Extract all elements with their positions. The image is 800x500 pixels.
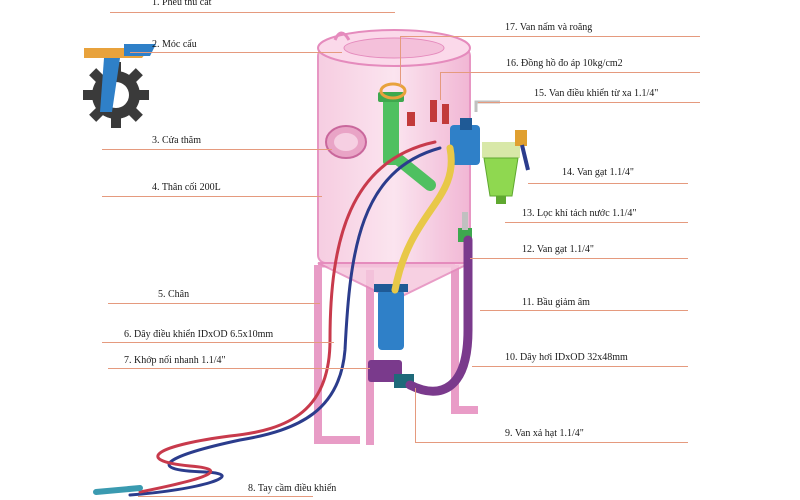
leader-1 [110, 12, 395, 13]
silencer [374, 284, 408, 350]
leader-10 [472, 366, 688, 367]
leader-15 [478, 102, 700, 103]
label-6: 6. Dây điều khiển IDxOD 6.5x10mm [124, 329, 274, 340]
leader-14 [528, 183, 688, 184]
control-line-blue [128, 146, 442, 497]
leader-12 [470, 258, 688, 259]
leader-17-drop [400, 36, 401, 86]
label-8: 8. Tay cầm điều khiển [248, 483, 337, 494]
label-9: 9. Van xả hạt 1.1/4" [505, 428, 584, 439]
leader-11 [480, 310, 688, 311]
leader-16-drop [440, 72, 441, 100]
label-4: 4. Thân cối 200L [152, 182, 221, 193]
leader-9 [415, 442, 688, 443]
label-13: 13. Lọc khí tách nước 1.1/4" [522, 208, 637, 219]
label-17: 17. Van nấm và roăng [505, 22, 593, 33]
leader-17 [400, 36, 700, 37]
leader-9-drop [415, 388, 416, 442]
label-7: 7. Khớp nối nhanh 1.1/4" [124, 355, 226, 366]
ball-valve-14 [515, 130, 530, 171]
leader-13 [505, 222, 688, 223]
label-2: 2. Móc cẩu [152, 39, 197, 50]
label-15: 15. Van điều khiển từ xa 1.1/4" [534, 88, 659, 99]
label-12: 12. Van gạt 1.1/4" [522, 244, 594, 255]
yellow-hose [391, 144, 455, 294]
label-14: 14. Van gạt 1.1/4" [562, 167, 634, 178]
hoses [128, 140, 473, 497]
leader-16 [440, 72, 700, 73]
leader-4 [102, 196, 322, 197]
remote-control-valve [450, 100, 500, 165]
leader-2 [130, 52, 342, 53]
label-1: 1. Phễu thu cát [152, 0, 212, 8]
label-16: 16. Đồng hồ đo áp 10kg/cm2 [506, 58, 623, 69]
air-hose [405, 235, 473, 396]
label-11: 11. Bầu giảm âm [522, 297, 590, 308]
leader-5 [108, 303, 320, 304]
leader-3 [102, 149, 332, 150]
pressure-gauge [430, 100, 449, 124]
water-separator [482, 142, 520, 204]
leader-6 [102, 342, 334, 343]
label-3: 3. Cửa thăm [152, 135, 202, 146]
label-10: 10. Dây hơi IDxOD 32x48mm [505, 352, 628, 363]
control-line-red [138, 140, 437, 494]
control-handle [93, 485, 143, 495]
leader-7 [108, 368, 370, 369]
company-logo [83, 44, 156, 128]
label-5: 5. Chân [158, 289, 190, 300]
leader-8 [138, 496, 313, 497]
